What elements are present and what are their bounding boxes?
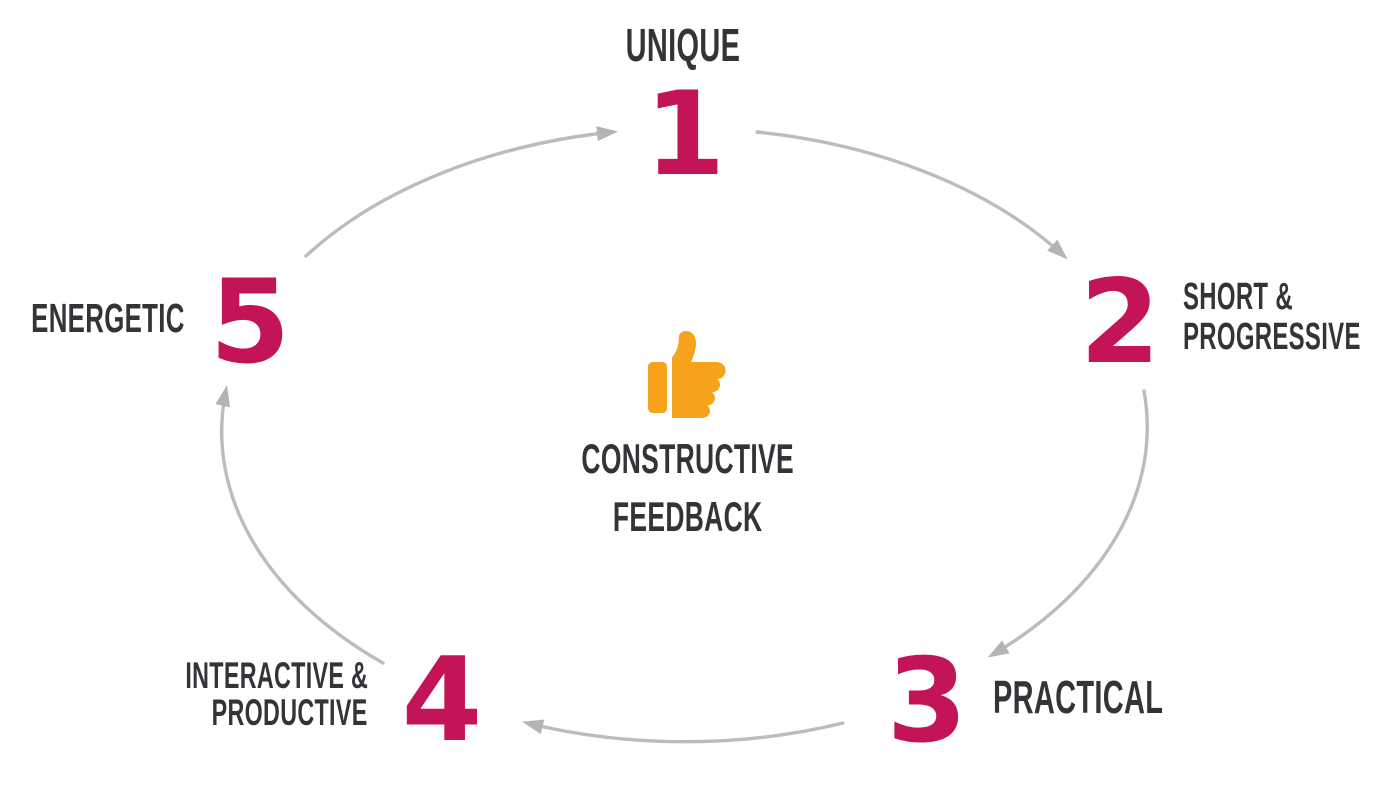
label-line: SHORT & xyxy=(1183,276,1293,318)
arrow-2-to-3 xyxy=(987,389,1149,658)
title-line: FEEDBACK xyxy=(613,493,763,540)
step-number-3: 3 xyxy=(886,634,968,769)
label-line: PROGRESSIVE xyxy=(1183,316,1361,358)
step-label-energetic: ENERGETIC xyxy=(0,298,185,339)
arrow-3-to-4 xyxy=(522,719,845,744)
step-label-practical: PRACTICAL xyxy=(993,674,1263,720)
thumbs-up-icon xyxy=(648,331,726,418)
step-number-4: 4 xyxy=(401,633,483,768)
label-line: INTERACTIVE & xyxy=(185,655,368,696)
step-number-5: 5 xyxy=(209,255,291,390)
label-line: UNIQUE xyxy=(625,19,741,71)
arrow-4-to-5 xyxy=(215,385,385,665)
label-line: ENERGETIC xyxy=(31,295,185,341)
title-line: CONSTRUCTIVE xyxy=(581,435,795,482)
step-label-short-progressive: SHORT & PROGRESSIVE xyxy=(1183,277,1400,357)
step-label-unique: UNIQUE xyxy=(533,22,833,68)
step-label-interactive-productive: INTERACTIVE & PRODUCTIVE xyxy=(78,657,368,731)
diagram-title: CONSTRUCTIVE FEEDBACK xyxy=(438,430,938,546)
arrow-1-to-2 xyxy=(755,130,1068,260)
step-number-1: 1 xyxy=(644,67,726,202)
label-line: PRACTICAL xyxy=(993,671,1164,723)
label-line: PRODUCTIVE xyxy=(212,692,368,733)
step-number-2: 2 xyxy=(1079,255,1161,390)
arrow-5-to-1 xyxy=(304,126,618,258)
